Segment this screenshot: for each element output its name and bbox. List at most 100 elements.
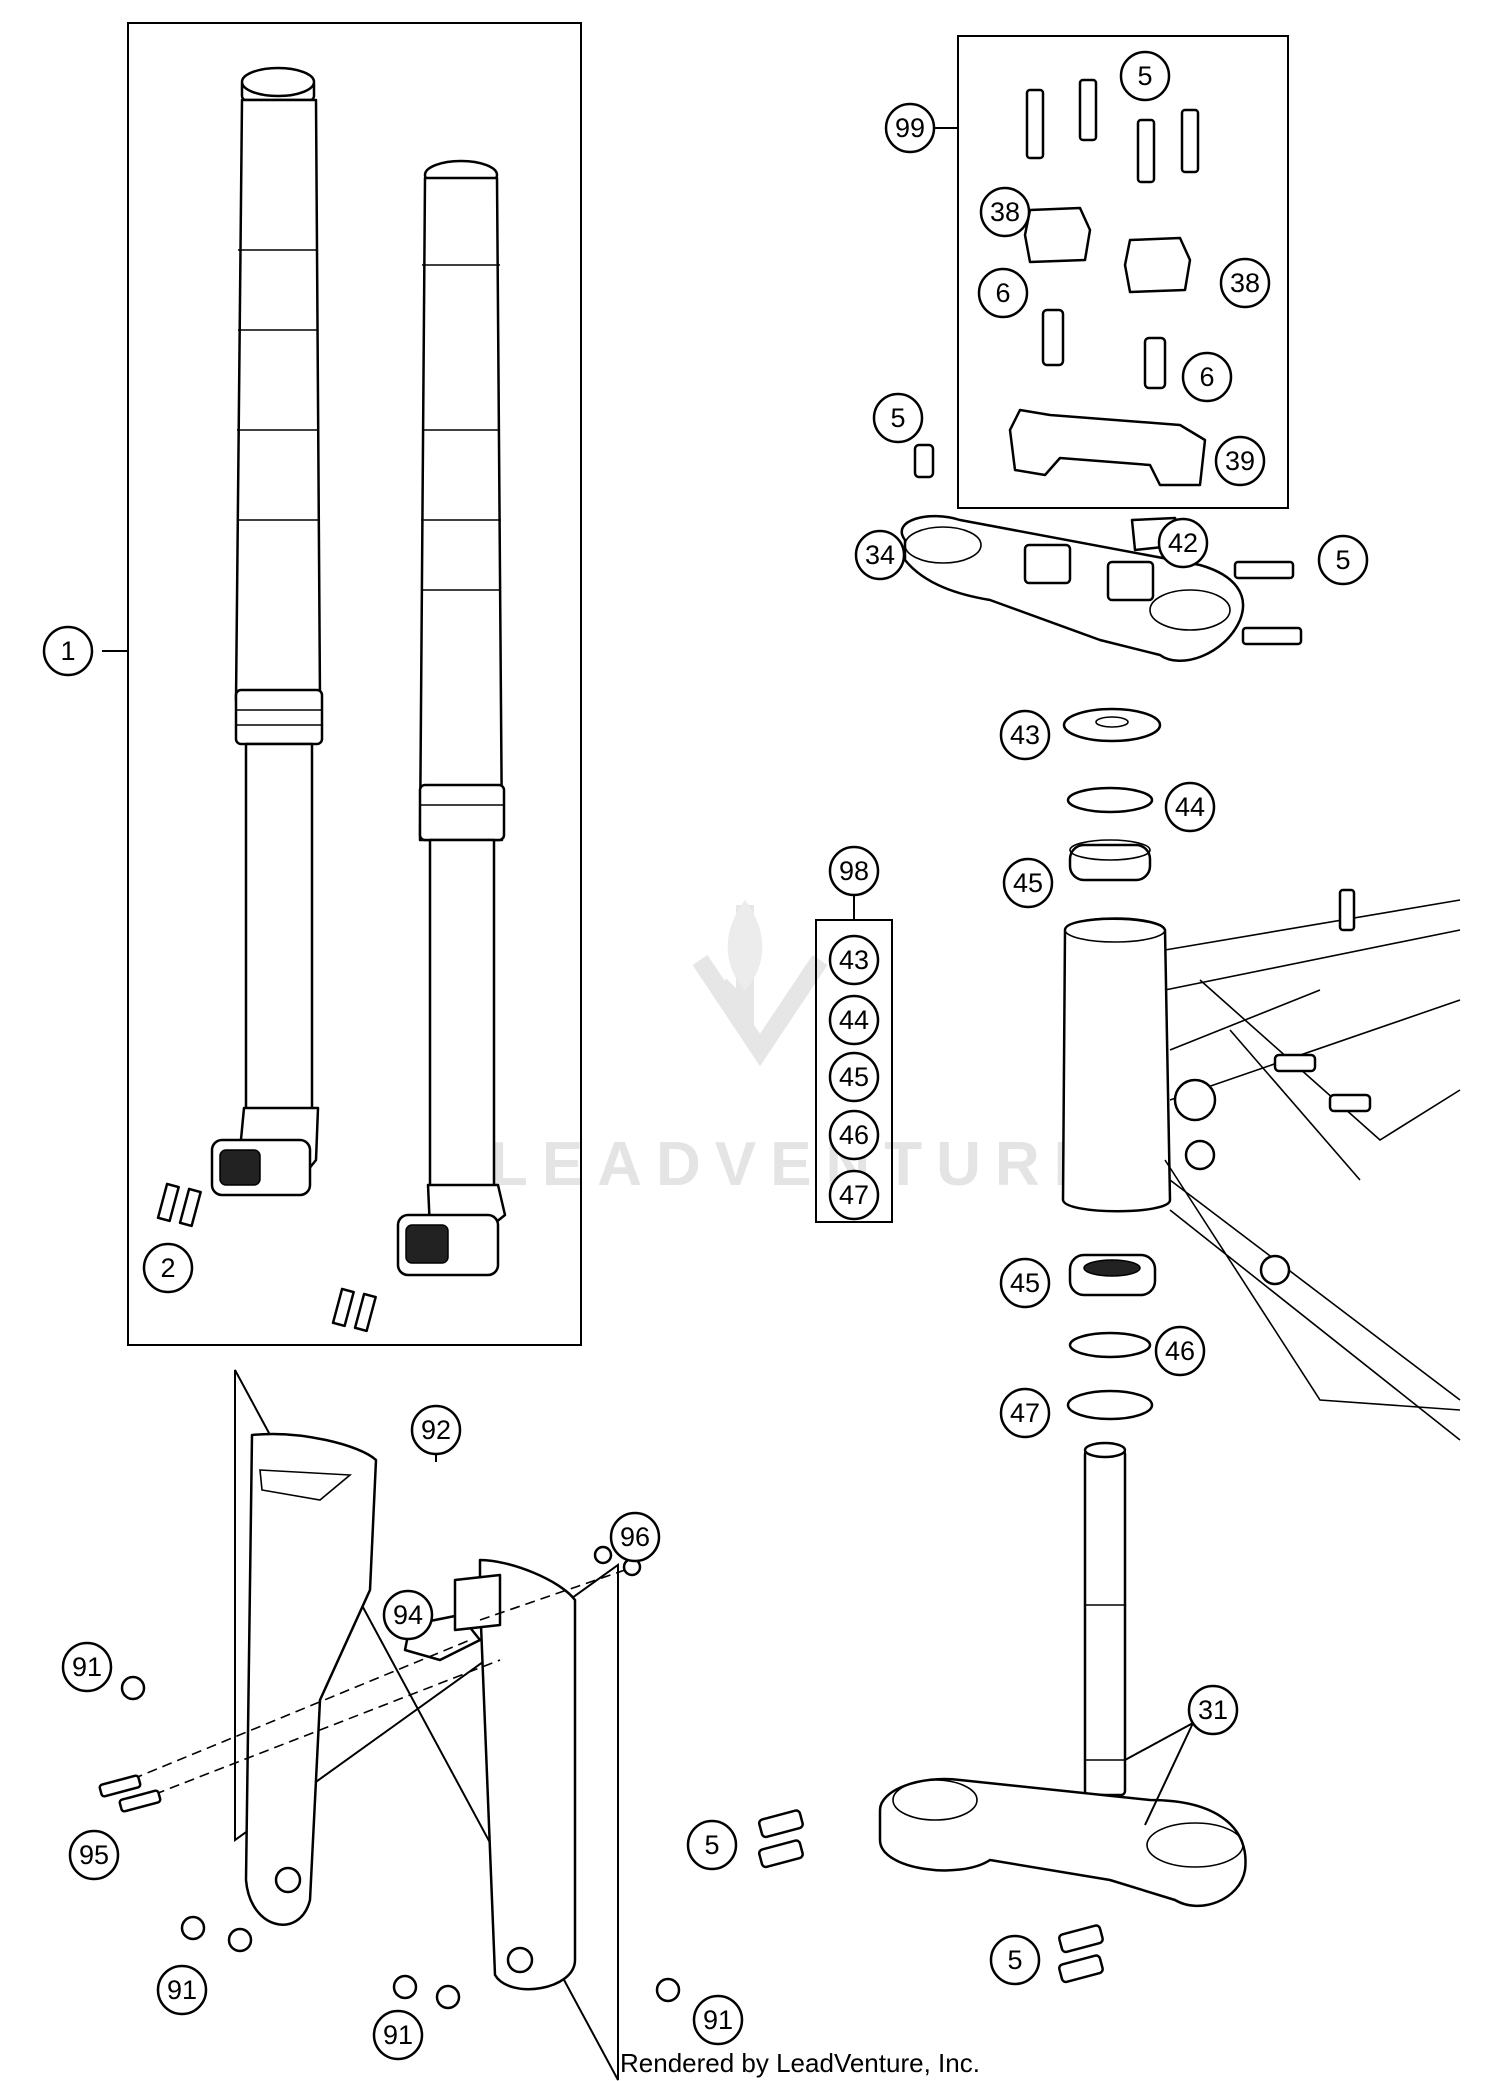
lower-triple-clamp <box>878 1441 1247 1908</box>
clamp-screws-2 <box>156 1182 377 1333</box>
callout-98-43: 43 <box>828 934 880 986</box>
callout-91-mid: 91 <box>156 1964 208 2016</box>
callout-45-upper: 45 <box>1002 857 1054 909</box>
svg-text:45: 45 <box>1013 868 1043 898</box>
handlebar-clamp-parts <box>1008 78 1207 487</box>
callout-98: 98 <box>828 845 880 897</box>
callout-95: 95 <box>68 1829 120 1881</box>
callout-98-47: 47 <box>828 1169 880 1221</box>
fork-tube-upper-left <box>234 98 322 702</box>
clamp-bottom-39 <box>1008 408 1207 487</box>
svg-text:95: 95 <box>79 1840 109 1870</box>
fork-guards <box>98 1432 626 1991</box>
callout-98-46: 46 <box>828 1109 880 1161</box>
svg-text:31: 31 <box>1198 1695 1228 1725</box>
fork-guard-right <box>478 1558 577 1991</box>
seal-46 <box>1068 1331 1152 1359</box>
dash-line-3 <box>479 1569 626 1621</box>
svg-text:5: 5 <box>890 403 905 433</box>
dash-line-2 <box>139 1659 501 1801</box>
svg-text:42: 42 <box>1168 528 1198 558</box>
callout-91-right: 91 <box>692 1994 744 2046</box>
callout-96: 96 <box>609 1511 661 1563</box>
fork-lower-right <box>428 838 496 1192</box>
svg-text:43: 43 <box>839 945 869 975</box>
svg-text:94: 94 <box>393 1600 423 1630</box>
footer-credit: Rendered by LeadVenture, Inc. <box>620 2048 980 2078</box>
watermark-flame-icon <box>727 900 763 990</box>
head-tube <box>1061 917 1172 1213</box>
clamp-top-1 <box>1023 206 1092 264</box>
svg-text:99: 99 <box>895 113 925 143</box>
svg-text:5: 5 <box>1335 545 1350 575</box>
svg-text:98: 98 <box>839 856 869 886</box>
callout-5-right-lower: 5 <box>989 1934 1041 1986</box>
svg-text:45: 45 <box>1010 1268 1040 1298</box>
fork-cap-top-left <box>240 66 316 98</box>
lead-31a <box>1124 1722 1194 1761</box>
lower-bolts-5 <box>758 1809 1104 1984</box>
svg-text:43: 43 <box>1010 720 1040 750</box>
svg-text:92: 92 <box>421 1415 451 1445</box>
fork-assembly-box <box>127 22 582 1346</box>
watermark-logo-icon <box>692 905 828 1067</box>
svg-text:1: 1 <box>60 636 75 666</box>
callout-31: 31 <box>1187 1684 1239 1736</box>
callout-1: 1 <box>42 625 94 677</box>
handlebar-clamp-kit-box <box>957 35 1289 509</box>
svg-text:91: 91 <box>703 2005 733 2035</box>
svg-text:2: 2 <box>160 1253 175 1283</box>
svg-text:5: 5 <box>704 1830 719 1860</box>
steering-bearings <box>1062 707 1162 1421</box>
svg-text:44: 44 <box>839 1005 869 1035</box>
fork-leg-left <box>210 66 324 1197</box>
callout-44: 44 <box>1164 781 1216 833</box>
callout-5-left-lower: 5 <box>686 1819 738 1871</box>
callout-47: 47 <box>999 1387 1051 1439</box>
svg-text:38: 38 <box>990 197 1020 227</box>
svg-text:45: 45 <box>839 1062 869 1092</box>
callout-34: 34 <box>854 529 906 581</box>
upper-triple-clamp <box>900 514 1303 663</box>
callout-43: 43 <box>999 709 1051 761</box>
fork-lower-left <box>244 742 314 1116</box>
callout-98-45: 45 <box>828 1051 880 1103</box>
small-hardware <box>120 1545 681 2010</box>
svg-text:91: 91 <box>167 1975 197 2005</box>
svg-text:46: 46 <box>839 1120 869 1150</box>
svg-text:39: 39 <box>1225 446 1255 476</box>
clamp-top-2 <box>1123 236 1192 294</box>
svg-text:47: 47 <box>839 1180 869 1210</box>
callout-5-clamp: 5 <box>872 392 924 444</box>
oring-44 <box>1066 786 1154 814</box>
callout-91-left: 91 <box>61 1641 113 1693</box>
callout-38-left: 38 <box>979 186 1031 238</box>
fork-guard-left <box>244 1432 378 1926</box>
fork-seal-left <box>234 688 324 746</box>
callout-39: 39 <box>1214 435 1266 487</box>
svg-text:46: 46 <box>1165 1336 1195 1366</box>
callout-46: 46 <box>1154 1325 1206 1377</box>
bearing-45-upper <box>1068 843 1152 882</box>
watermark: LEADVENTURE <box>490 900 1109 1199</box>
callout-98-44: 44 <box>828 994 880 1046</box>
svg-text:5: 5 <box>1137 61 1152 91</box>
svg-text:5: 5 <box>1007 1945 1022 1975</box>
watermark-text: LEADVENTURE <box>490 1130 1109 1199</box>
svg-text:38: 38 <box>1230 268 1260 298</box>
bolt-5-outside <box>913 443 935 479</box>
fork-tube-upper-right <box>418 176 504 842</box>
svg-text:47: 47 <box>1010 1398 1040 1428</box>
svg-text:96: 96 <box>620 1522 650 1552</box>
callout-91-bottom: 91 <box>372 2009 424 2061</box>
steering-stem <box>1083 1448 1127 1797</box>
callout-92: 92 <box>410 1404 462 1456</box>
callout-5-upper-clamp: 5 <box>1317 534 1369 586</box>
callout-45-lower: 45 <box>999 1257 1051 1309</box>
svg-text:34: 34 <box>865 540 895 570</box>
fork-seal-right <box>418 783 506 842</box>
svg-text:44: 44 <box>1175 792 1205 822</box>
callout-6-left: 6 <box>977 267 1029 319</box>
callout-94: 94 <box>382 1589 434 1641</box>
svg-text:91: 91 <box>72 1652 102 1682</box>
